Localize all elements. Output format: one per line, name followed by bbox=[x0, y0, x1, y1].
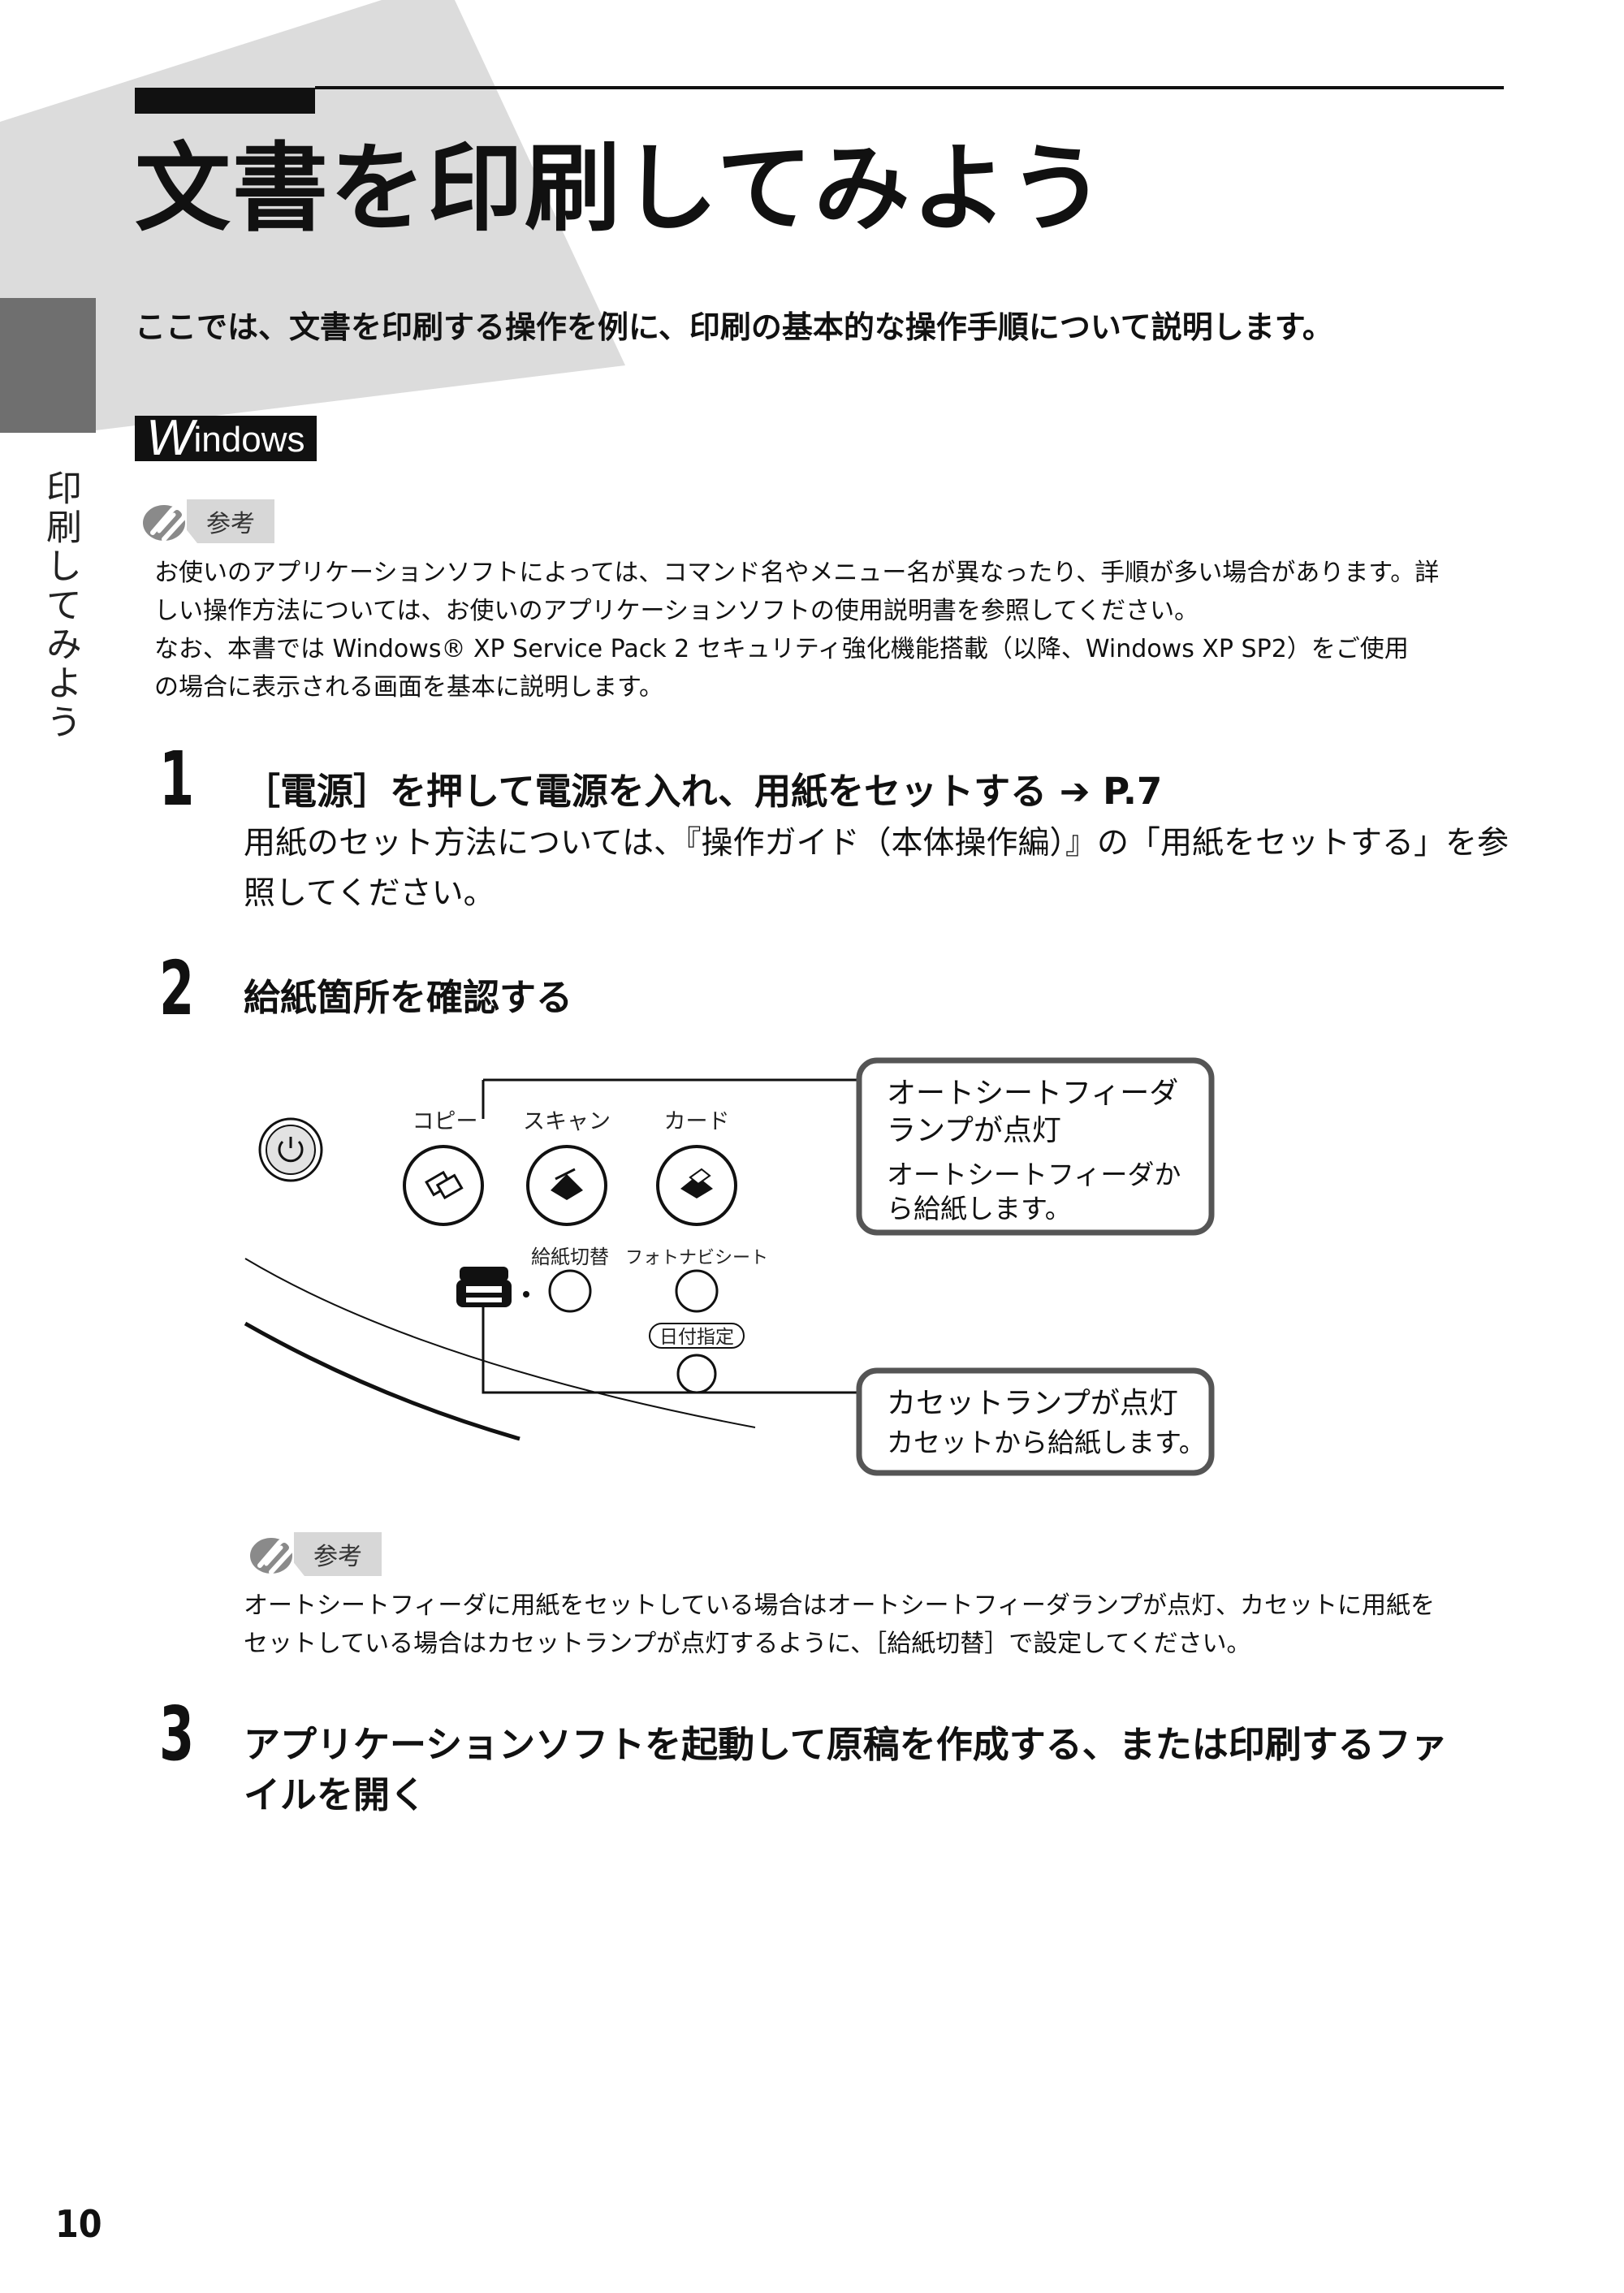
card-button-label: カード bbox=[664, 1109, 730, 1134]
photo-navi-button bbox=[675, 1269, 719, 1313]
printer-icon bbox=[456, 1267, 512, 1307]
reference-badge-1: 参考 bbox=[136, 497, 274, 546]
power-button bbox=[258, 1117, 323, 1182]
step-number: 1 bbox=[159, 736, 195, 823]
note-line: なお、本書では Windows® XP Service Pack 2 セキュリテ… bbox=[154, 635, 1409, 663]
scan-button-label: スキャン bbox=[523, 1109, 611, 1134]
reference-label: 参考 bbox=[187, 499, 274, 543]
date-button bbox=[676, 1354, 717, 1394]
operation-panel-diagram: コピー スキャン カード 給紙切替 フォトナビシート bbox=[244, 1057, 1215, 1476]
panel-outline bbox=[482, 1298, 861, 1394]
windows-badge-rest: indows bbox=[193, 420, 305, 460]
note-line: セットしている場合はカセットランプが点灯するように、［給紙切替］で設定してくださ… bbox=[244, 1630, 1251, 1658]
feed-switch-button bbox=[548, 1269, 592, 1313]
card-icon bbox=[680, 1168, 713, 1198]
title-bar-accent bbox=[135, 88, 315, 114]
title-rule bbox=[315, 86, 1504, 89]
callout-cassette-body: カセットから給紙します。 bbox=[887, 1427, 1206, 1458]
step-heading: 給紙箇所を確認する bbox=[244, 976, 573, 1019]
page-number: 10 bbox=[55, 2202, 102, 2246]
callout-cassette-title: カセットランプが点灯 bbox=[887, 1387, 1178, 1420]
windows-badge: Windows bbox=[135, 413, 317, 464]
step-number: 3 bbox=[159, 1691, 195, 1777]
section-side-label: 印刷してみよう bbox=[40, 469, 81, 742]
note-line: オートシートフィーダに用紙をセットしている場合はオートシートフィーダランプが点灯… bbox=[244, 1591, 1435, 1620]
copy-button bbox=[403, 1145, 484, 1226]
step-body-line: 照してください。 bbox=[244, 875, 495, 912]
printer-edge-curve bbox=[244, 1258, 756, 1428]
step-number: 2 bbox=[159, 945, 195, 1032]
step-heading: アプリケーションソフトを起動して原稿を作成する、または印刷するファ イルを開く bbox=[244, 1720, 1448, 1820]
reference-label: 参考 bbox=[294, 1532, 382, 1576]
printer-edge-curve bbox=[244, 1321, 520, 1441]
callout-cassette bbox=[856, 1367, 1215, 1476]
paperclip-icon bbox=[250, 1538, 294, 1574]
reference-badge-2: 参考 bbox=[244, 1530, 382, 1578]
page-title: 文書を印刷してみよう bbox=[135, 132, 1107, 244]
scan-icon bbox=[551, 1168, 583, 1200]
power-icon bbox=[278, 1140, 304, 1163]
copy-icon bbox=[425, 1170, 464, 1200]
callout-asf-title: オートシートフィーダ bbox=[887, 1077, 1178, 1110]
note-line: しい操作方法については、お使いのアプリケーションソフトの使用説明書を参照してくだ… bbox=[154, 597, 1199, 625]
note-1-text: お使いのアプリケーションソフトによっては、コマンド名やメニュー名が異なったり、手… bbox=[154, 554, 1510, 706]
note-line: の場合に表示される画面を基本に説明します。 bbox=[154, 673, 663, 702]
step-heading-line: イルを開く bbox=[244, 1773, 427, 1816]
callout-asf-body: オートシートフィーダか bbox=[887, 1159, 1181, 1190]
feed-indicator-dot bbox=[523, 1291, 529, 1298]
scan-button bbox=[526, 1145, 607, 1226]
feed-switch-label: 給紙切替 bbox=[531, 1246, 609, 1268]
date-label: 日付指定 bbox=[659, 1327, 734, 1348]
paperclip-icon bbox=[143, 505, 187, 542]
note-line: お使いのアプリケーションソフトによっては、コマンド名やメニュー名が異なったり、手… bbox=[154, 559, 1440, 587]
note-2-text: オートシートフィーダに用紙をセットしている場合はオートシートフィーダランプが点灯… bbox=[244, 1587, 1510, 1663]
windows-badge-initial: W bbox=[146, 410, 194, 466]
date-label-pill bbox=[649, 1323, 745, 1349]
callout-asf bbox=[856, 1057, 1215, 1236]
step-body: 用紙のセット方法については、『操作ガイド（本体操作編）』の「用紙をセットする」を… bbox=[244, 818, 1509, 919]
photo-navi-label: フォトナビシート bbox=[625, 1248, 768, 1268]
intro-text: ここでは、文書を印刷する操作を例に、印刷の基本的な操作手順について説明します。 bbox=[135, 309, 1333, 345]
callout-asf-title: ランプが点灯 bbox=[887, 1114, 1061, 1147]
step-body-line: 用紙のセット方法については、『操作ガイド（本体操作編）』の「用紙をセットする」を… bbox=[244, 825, 1510, 861]
section-tab bbox=[0, 298, 96, 433]
card-button bbox=[656, 1145, 737, 1226]
step-heading-line: アプリケーションソフトを起動して原稿を作成する、または印刷するファ bbox=[244, 1723, 1448, 1766]
callout-asf-body: ら給紙します。 bbox=[887, 1193, 1072, 1224]
copy-button-label: コピー bbox=[412, 1109, 478, 1134]
step-heading: ［電源］を押して電源を入れ、用紙をセットする ➔ P.7 bbox=[244, 770, 1163, 813]
